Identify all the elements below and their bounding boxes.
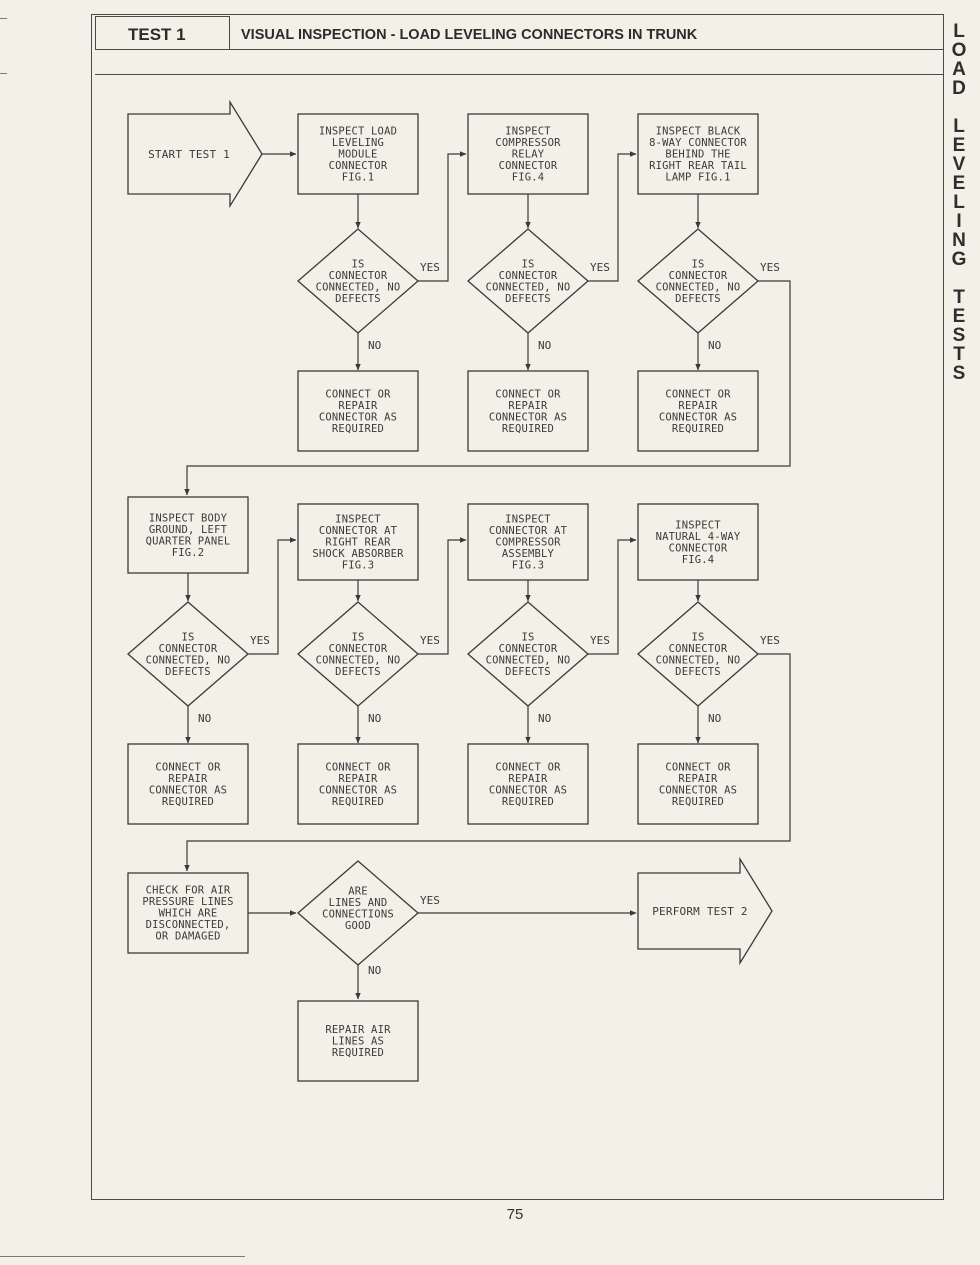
action-box	[637, 370, 759, 452]
flow-connector	[588, 151, 637, 282]
start-test-1-arrow	[127, 99, 263, 209]
yes-label: YES	[420, 894, 440, 907]
side-tab-letter: O	[951, 40, 967, 61]
side-tab-letter: T	[953, 287, 965, 308]
flow-connector	[418, 151, 467, 282]
no-label: NO	[708, 712, 721, 725]
yes-label: YES	[420, 634, 440, 647]
side-tab-letter: T	[953, 344, 965, 365]
flow-connector	[418, 537, 467, 655]
perform-test-2-arrow	[637, 856, 773, 966]
side-tab-letter: V	[952, 154, 966, 175]
no-label: NO	[368, 964, 381, 977]
page-title: VISUAL INSPECTION - LOAD LEVELING CONNEC…	[241, 27, 698, 43]
no-label: NO	[708, 339, 721, 352]
page-number: 75	[506, 1206, 524, 1223]
yes-label: YES	[760, 634, 780, 647]
side-tab-letter: A	[952, 59, 966, 80]
action-box	[637, 743, 759, 825]
action-box	[297, 370, 419, 452]
repair-air-lines-box	[297, 1000, 419, 1082]
yes-label: YES	[760, 261, 780, 274]
action-box	[297, 743, 419, 825]
action-box	[127, 743, 249, 825]
no-label: NO	[538, 712, 551, 725]
test-label: TEST 1	[128, 25, 186, 44]
yes-label: YES	[590, 634, 610, 647]
yes-label: YES	[250, 634, 270, 647]
side-tab-letter: S	[952, 363, 966, 384]
yes-label: YES	[590, 261, 610, 274]
side-tab-letter: G	[951, 249, 967, 270]
flow-connector	[184, 280, 791, 496]
action-box	[467, 743, 589, 825]
side-tab-letter: L	[953, 21, 965, 42]
side-tab-letter: E	[952, 306, 966, 327]
side-tab-letter: D	[952, 78, 966, 99]
page-border	[91, 14, 944, 1200]
action-box	[467, 370, 589, 452]
side-tab-letter: S	[952, 325, 966, 346]
side-tab-letter: E	[952, 173, 966, 194]
side-tab-letter: L	[953, 116, 965, 137]
perform-test-2-label: PERFORM TEST 2	[652, 905, 748, 918]
side-tab-letter: I	[956, 211, 962, 232]
flow-connector	[248, 537, 297, 655]
no-label: NO	[538, 339, 551, 352]
scan-edge-mark	[0, 18, 7, 19]
side-tab-letter: E	[952, 135, 966, 156]
yes-label: YES	[420, 261, 440, 274]
no-label: NO	[198, 712, 211, 725]
side-tab-letter: N	[952, 230, 966, 251]
header-title-rule	[230, 49, 944, 50]
flow-connector	[184, 653, 791, 872]
no-label: NO	[368, 339, 381, 352]
side-tab-letter: L	[953, 192, 965, 213]
no-label: NO	[368, 712, 381, 725]
test-label-box	[95, 16, 230, 50]
scan-edge-mark	[0, 73, 7, 74]
header-bar	[95, 16, 944, 75]
start-test-1-label: START TEST 1	[148, 148, 230, 161]
flow-connector	[588, 537, 637, 655]
scan-edge-mark	[0, 1256, 245, 1257]
